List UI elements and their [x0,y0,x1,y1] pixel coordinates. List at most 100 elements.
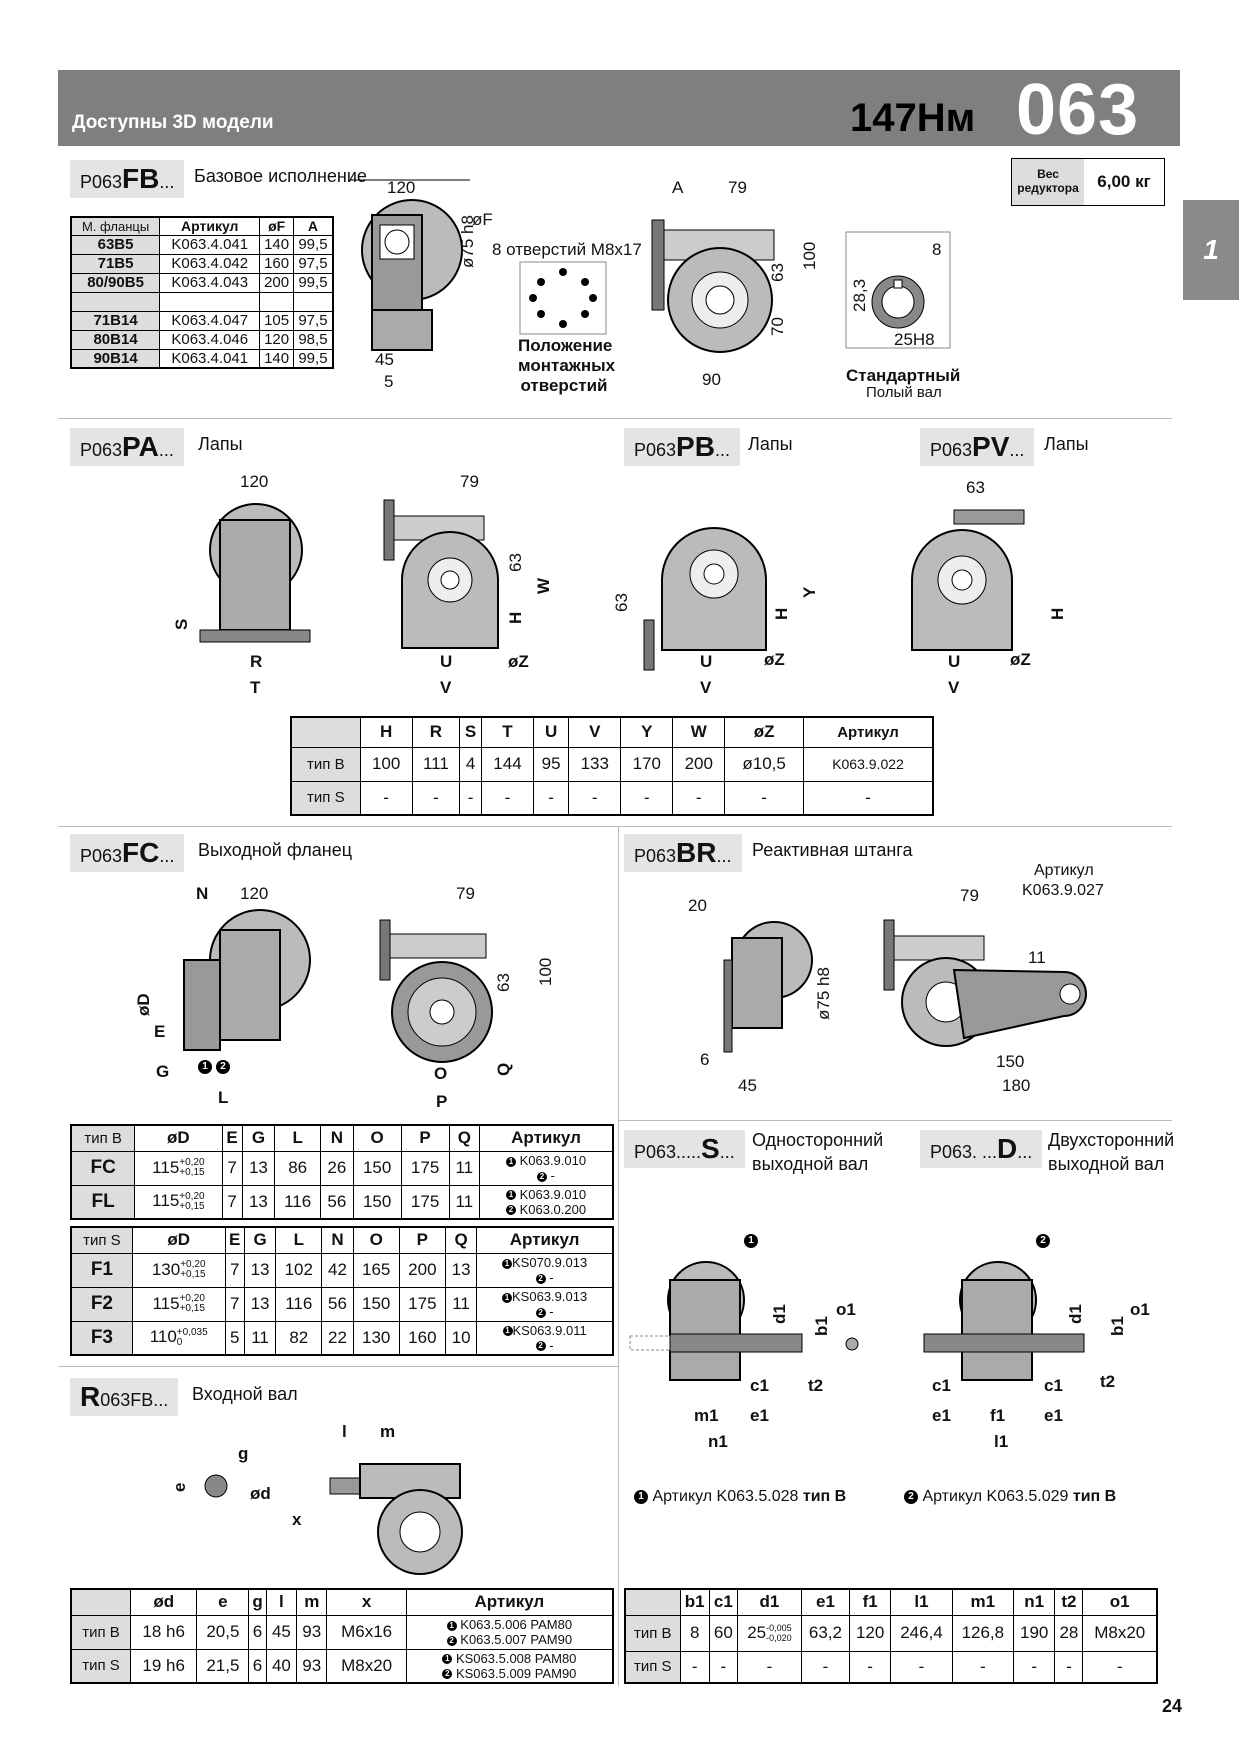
fc-dim-120: 120 [240,884,269,903]
br-dim-11: 11 [1028,948,1046,967]
pb-title: Лапы [748,434,793,454]
s-dim-m1: m1 [694,1406,719,1425]
fb-dim-28: 28,3 [850,278,869,312]
br-front-drawing [883,919,1087,1047]
br-code: P063BR... [624,834,742,872]
pb-dim-H: H [772,607,791,620]
header-3d-models[interactable]: Доступны 3D модели [72,112,274,133]
pv-code: P063PV... [920,428,1035,466]
s-code: P063.....S... [624,1130,745,1168]
pb-dim-63: 63 [612,593,631,612]
pv-dim-63: 63 [966,478,985,497]
br-art: K063.9.027 [1022,882,1104,899]
s-dim-e1: e1 [750,1406,769,1425]
s-dim-t2: t2 [808,1376,824,1395]
d-code: P063. ...D... [920,1130,1043,1168]
br-dim-150: 150 [996,1052,1025,1071]
fb-dim-79: 79 [728,178,747,197]
r-drawing [329,1463,463,1575]
fb-mount-label: Положение монтажных отверстий [518,336,616,395]
d-drawing [923,1261,1085,1381]
section-tab[interactable]: 1 [1183,200,1239,300]
fb-holes-drawing [519,261,607,335]
pb-dim-Z: øZ [764,650,785,669]
d-dim-e1-left: e1 [932,1406,951,1425]
page-number: 24 [1162,1696,1183,1716]
fb-shaft-sub: Полый вал [866,384,942,401]
br-dim-79: 79 [960,886,979,905]
pv-dim-Z: øZ [1010,650,1031,669]
br-dim-75: ø75 h8 [814,967,833,1020]
s-dim-c1: c1 [750,1376,769,1395]
pv-dim-V: V [948,678,960,697]
weight-value: 6,00 кг [1097,172,1151,191]
d-dim-l1: l1 [994,1432,1009,1451]
shaft-note-2: 2 Артикул K063.5.029 тип B [904,1488,1116,1506]
fb-dim-120: 120 [387,178,416,197]
pa-dim-T: T [250,678,261,697]
shaft-note-1: 1 Артикул K063.5.028 тип B [634,1488,846,1506]
fc-dim-G: G [156,1062,170,1081]
r-dim-e: e [170,1482,189,1492]
pv-dim-H: H [1048,607,1067,620]
pa-code: P063PA... [70,428,184,466]
fc-dim-E: E [154,1022,166,1041]
pa-side-drawing [199,503,311,643]
fb-dim-A: A [672,178,684,197]
fc-dim-P: P [436,1092,448,1111]
pa-dim-79: 79 [460,472,479,491]
fb-dim-63: 63 [768,263,787,282]
br-side-drawing [723,921,813,1053]
fb-hollow-shaft-drawing [845,231,951,349]
pa-title: Лапы [198,434,243,454]
pa-dim-S: S [172,618,191,630]
divider [58,826,1172,827]
br-dim-45: 45 [738,1076,757,1095]
fb-side-drawing [350,179,470,351]
d-dim-d1: d1 [1066,1304,1085,1324]
fc-dim-100: 100 [536,957,555,986]
br-dim-20: 20 [688,896,707,915]
fb-dim-90: 90 [702,370,721,389]
fc-dim-N: N [196,884,209,903]
fc-marker-1: 1 [198,1058,212,1076]
fc-dim-63: 63 [494,973,513,992]
divider [58,1366,618,1367]
r-dim-g: g [238,1444,249,1463]
pv-dim-U: U [948,652,961,671]
r-shaft-section-drawing [204,1474,228,1498]
r-dim-x: x [292,1510,302,1529]
fb-dim-70: 70 [768,317,787,336]
fc-dim-L: L [218,1088,229,1107]
fb-dim-oF: øF [472,210,493,229]
divider [58,418,1172,419]
pa-dim-V: V [440,678,452,697]
fc-code: P063FC... [70,834,185,872]
r-dim-d: ød [250,1484,271,1503]
pb-drawing [643,527,767,671]
s-dim-o1: o1 [836,1300,856,1319]
s-dim-b1: b1 [812,1316,831,1336]
fb-dim-75: ø75 h8 [458,215,477,268]
fb-dim-25H8: 25H8 [894,330,935,349]
fc-dim-D: øD [134,993,153,1016]
d-dim-b1: b1 [1108,1316,1127,1336]
r-dim-l: l [342,1422,347,1441]
s-dim-d1: d1 [770,1304,789,1324]
fb-dim-8: 8 [932,240,942,259]
pa-dim-120: 120 [240,472,269,491]
d-marker-2: 2 [1036,1232,1050,1250]
br-title: Реактивная штанга [752,840,913,860]
br-art-label: Артикул [1034,862,1094,879]
br-dim-180: 180 [1002,1076,1031,1095]
d-dim-f1: f1 [990,1406,1006,1425]
fb-dim-100: 100 [800,241,819,270]
fb-holes-label: 8 отверстий M8x17 [492,240,642,259]
pa-dim-Z: øZ [508,652,529,671]
header-torque: 147Нм [850,96,976,140]
